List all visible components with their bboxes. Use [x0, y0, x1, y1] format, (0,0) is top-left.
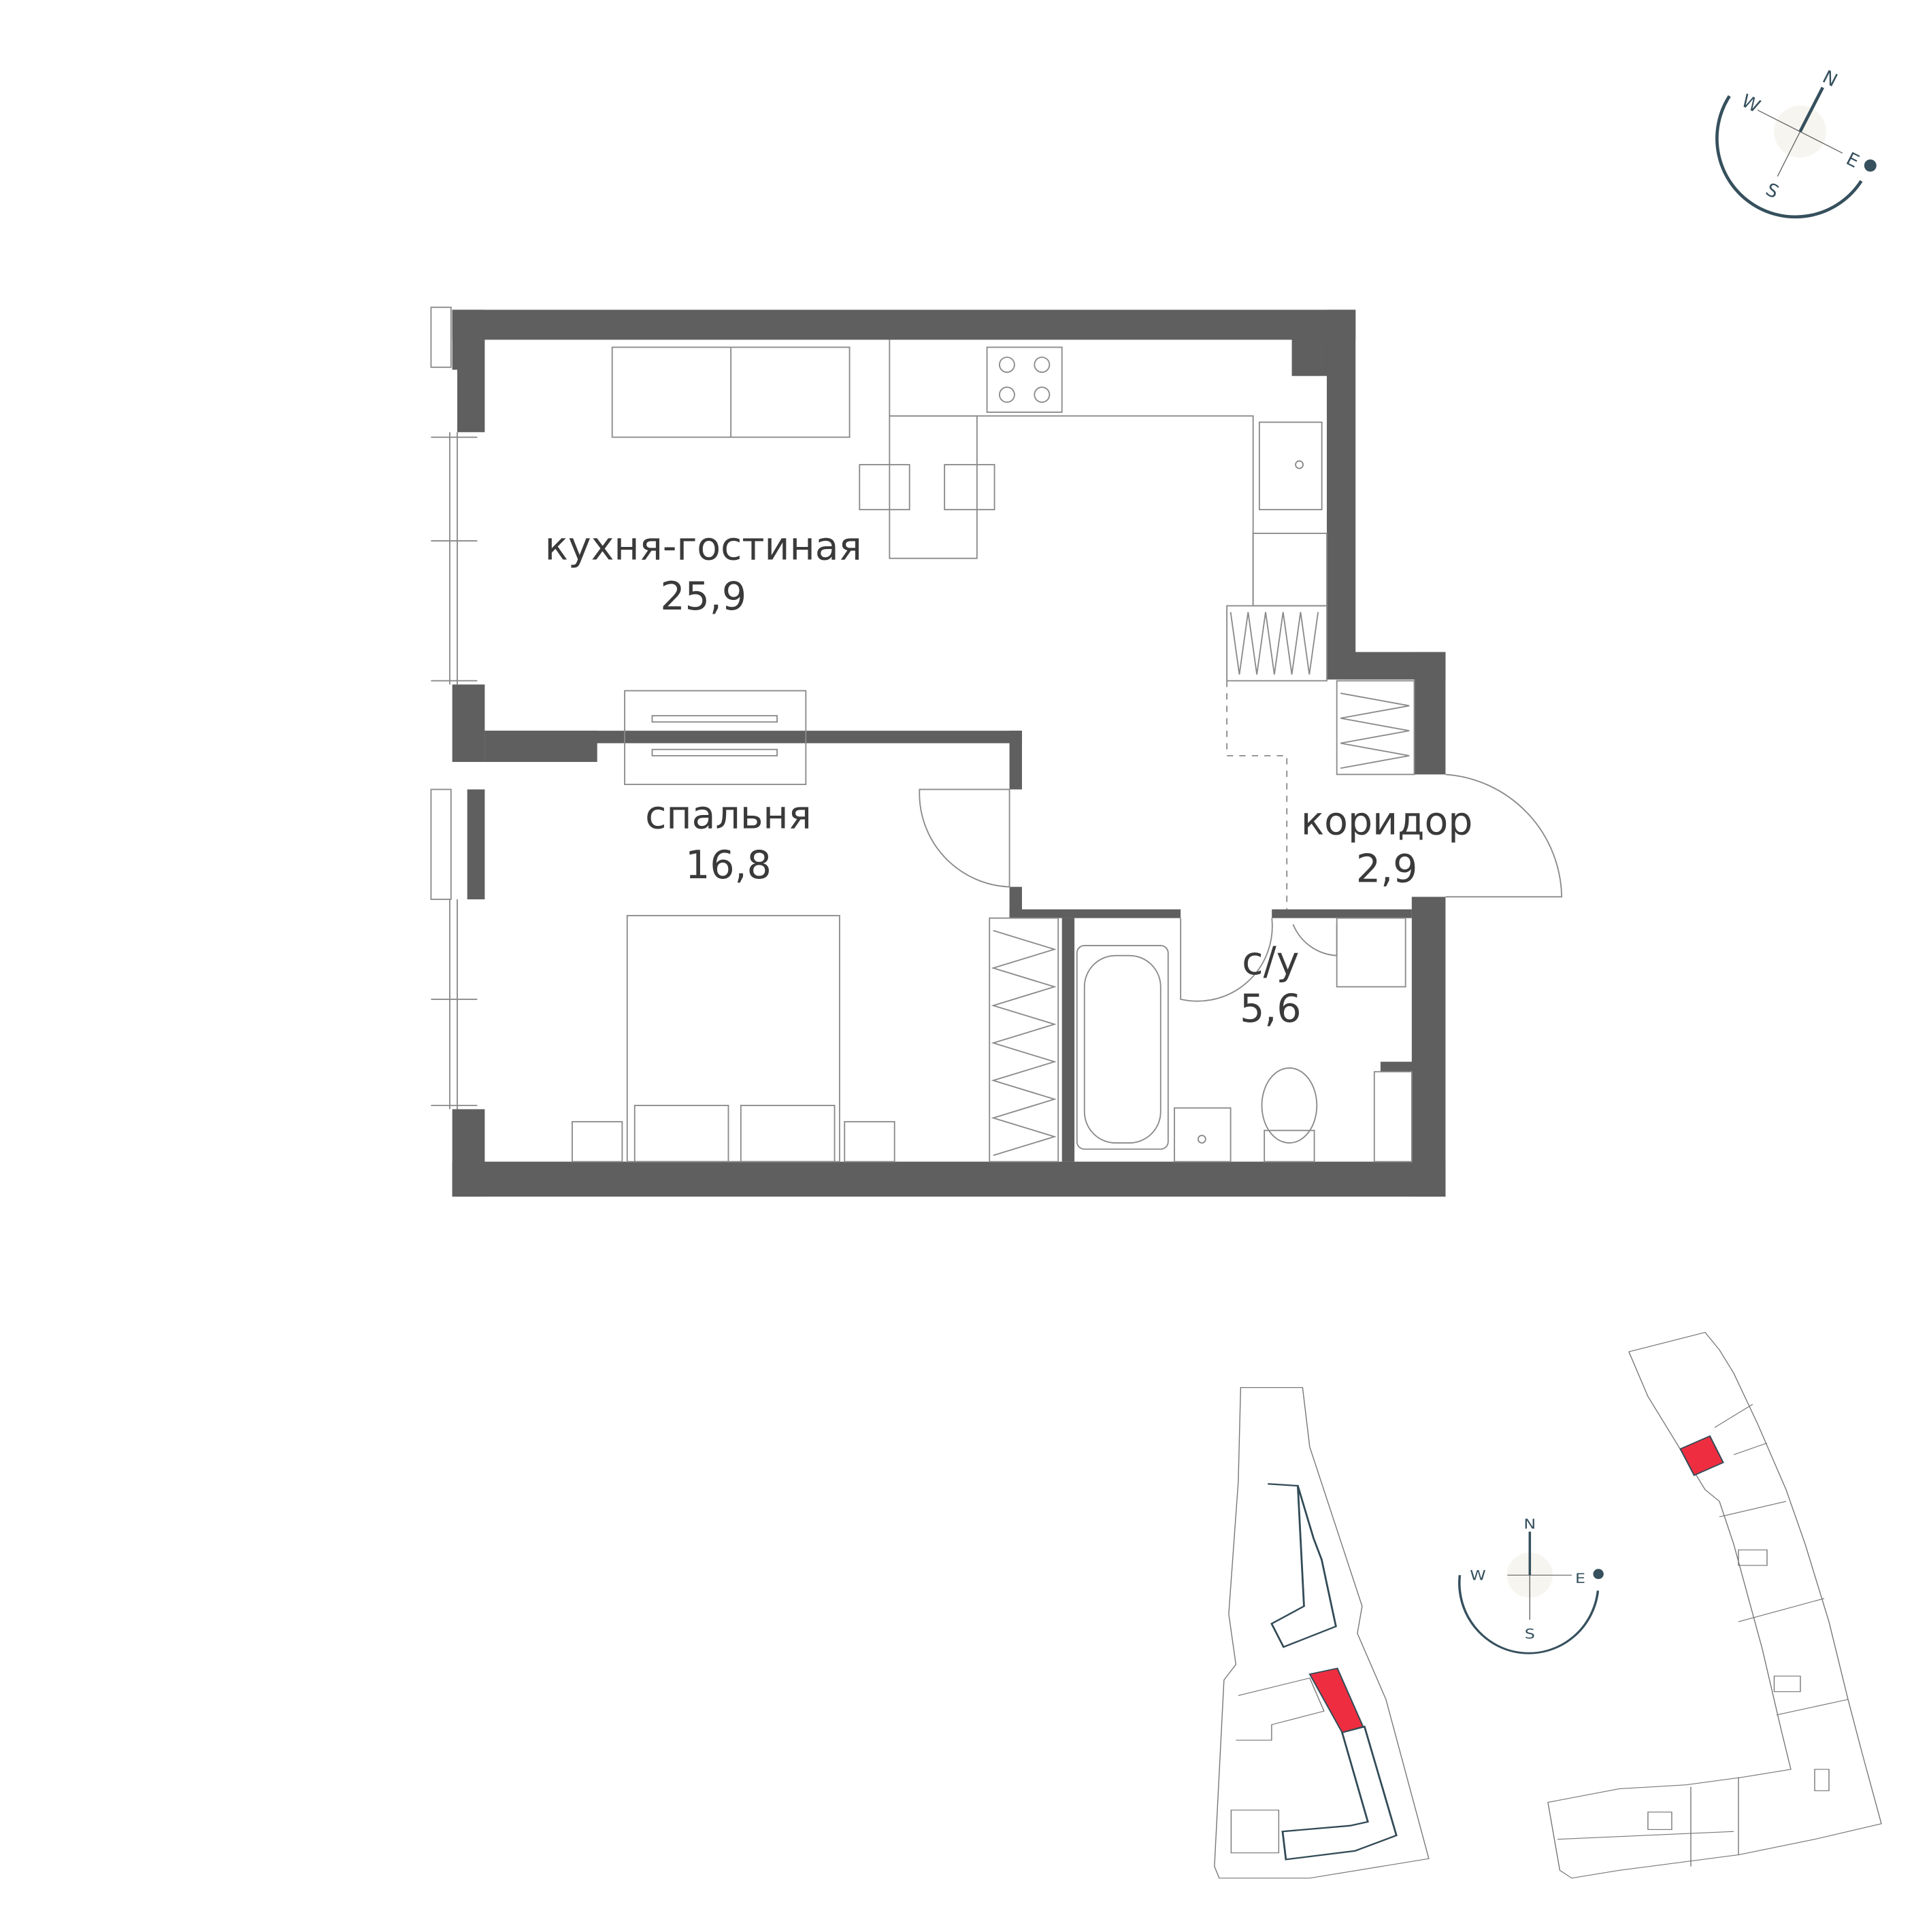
compass-e: E — [1575, 1571, 1585, 1586]
room-labels: кухня-гостиная 25,9 спальня 16,8 коридор… — [545, 524, 1473, 1031]
left-plot — [1214, 1387, 1430, 1879]
compass-n: N — [1523, 1517, 1536, 1532]
apartment-highlight-left — [1308, 1667, 1364, 1733]
room-name-bathroom: с/у — [1242, 939, 1299, 984]
toilet — [1261, 1067, 1318, 1144]
compass-s: S — [1525, 1627, 1535, 1642]
compass-north-up: N W E S — [1458, 1517, 1604, 1654]
stove — [986, 346, 1063, 413]
right-building — [1547, 1331, 1882, 1879]
compass-e: E — [1843, 148, 1862, 172]
site-plan: N W E S — [1214, 1331, 1882, 1879]
compass-w: W — [1470, 1568, 1486, 1583]
fridge — [1252, 533, 1328, 607]
left-building-north — [1268, 1483, 1337, 1648]
room-name-bedroom: спальня — [645, 793, 812, 837]
room-area-living: 25,9 — [660, 574, 746, 619]
tv-stand — [624, 690, 807, 786]
dining-table — [889, 415, 978, 559]
compass-s: S — [1762, 179, 1782, 203]
compass-rotated: N W E S — [1715, 67, 1877, 219]
room-name-living: кухня-гостиная — [545, 524, 862, 569]
apartment-highlight-right — [1679, 1435, 1724, 1476]
room-area-corridor: 2,9 — [1356, 846, 1418, 891]
wardrobe — [1226, 605, 1328, 682]
furniture — [572, 339, 1563, 1163]
walls — [452, 310, 1446, 1197]
bedroom-wardrobe — [989, 917, 1059, 1163]
kitchen-sink — [1258, 421, 1323, 511]
room-name-corridor: коридор — [1301, 799, 1473, 844]
bed — [626, 914, 840, 1163]
windows — [430, 306, 478, 1110]
bath-sink — [1174, 1107, 1232, 1163]
room-area-bedroom: 16,8 — [685, 843, 772, 888]
left-building-south — [1281, 1725, 1398, 1861]
bathtub — [1076, 945, 1169, 1150]
compass-w: W — [1738, 90, 1764, 118]
room-area-bathroom: 5,6 — [1240, 986, 1301, 1031]
right-building-interior — [1557, 1403, 1849, 1867]
